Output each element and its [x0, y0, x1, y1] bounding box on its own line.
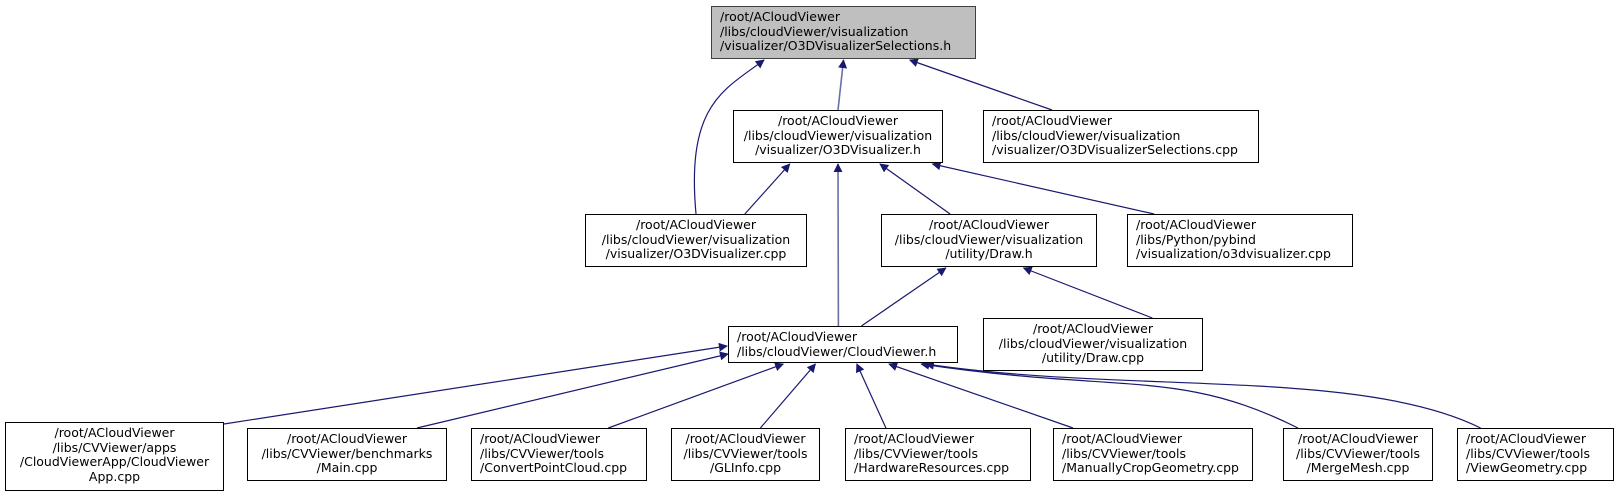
node-o3dvisualizer-pybind-cpp[interactable]: /root/ACloudViewer/libs/Python/pybind/vi… [1127, 214, 1353, 267]
node-label-line: /Main.cpp [316, 460, 378, 475]
node-o3dvisualizer-h[interactable]: /root/ACloudViewer/libs/cloudViewer/visu… [733, 110, 943, 163]
node-label-line: /root/ACloudViewer [1032, 321, 1153, 336]
node-label-line: /libs/CVViewer/tools [1062, 445, 1186, 461]
node-label-line: /root/ACloudViewer [54, 425, 175, 440]
node-manuallycropgeometry-cpp[interactable]: /root/ACloudViewer/libs/CVViewer/tools/M… [1053, 428, 1253, 481]
node-label-line: /libs/cloudViewer/visualization [743, 127, 933, 143]
edge-glinfo-to-cv_h [759, 363, 816, 429]
node-label-line: /libs/CVViewer/tools [854, 445, 978, 461]
node-label-line: /root/ACloudViewer [992, 113, 1113, 128]
node-o3dvisualizerselections-cpp[interactable]: /root/ACloudViewer/libs/cloudViewer/visu… [983, 110, 1259, 163]
edge-sel_cpp-to-sel_h [908, 58, 1053, 111]
node-label-line: /root/ACloudViewer [720, 9, 841, 24]
node-glinfo-cpp[interactable]: /root/ACloudViewer/libs/CVViewer/tools/G… [671, 428, 820, 481]
edge-app-to-cv_h [223, 342, 728, 425]
edge-pybind-to-vis_h [931, 161, 1155, 215]
node-label-line: /root/ACloudViewer [777, 113, 898, 128]
node-viewgeometry-cpp[interactable]: /root/ACloudViewer/libs/CVViewer/tools/V… [1457, 428, 1614, 481]
node-label-line: /root/ACloudViewer [1297, 431, 1418, 446]
node-label-line: /CloudViewerApp/CloudViewer [19, 454, 210, 469]
node-draw-cpp[interactable]: /root/ACloudViewer/libs/cloudViewer/visu… [983, 318, 1203, 371]
node-label-line: /MergeMesh.cpp [1306, 460, 1410, 475]
node-benchmarks-main-cpp[interactable]: /root/ACloudViewer/libs/CVViewer/benchma… [247, 428, 447, 481]
node-label-line: /libs/cloudViewer/CloudViewer.h [737, 343, 937, 359]
node-label-line: /utility/Draw.h [945, 246, 1033, 261]
node-convertpointcloud-cpp[interactable]: /root/ACloudViewer/libs/CVViewer/tools/C… [471, 428, 647, 481]
node-label-line: /ManuallyCropGeometry.cpp [1062, 460, 1239, 475]
node-label-line: /libs/CVViewer/tools [480, 445, 604, 461]
edge-vis_h-to-sel_h [837, 59, 848, 111]
node-label-line: /root/ACloudViewer [635, 217, 756, 232]
node-hardwareresources-cpp[interactable]: /root/ACloudViewer/libs/CVViewer/tools/H… [845, 428, 1031, 481]
edge-bench-to-cv_h [416, 351, 729, 429]
node-label-line: /root/ACloudViewer [1136, 217, 1257, 232]
edge-crop-to-cv_h [888, 362, 1074, 429]
node-label-line: /root/ACloudViewer [1062, 431, 1183, 446]
node-label-line: /visualizer/O3DVisualizerSelections.cpp [992, 142, 1238, 157]
node-cloudviewer-h[interactable]: /root/ACloudViewer/libs/cloudViewer/Clou… [728, 326, 958, 363]
node-label-line: /libs/cloudViewer/visualization [998, 335, 1188, 351]
node-label-line: /libs/cloudViewer/visualization [894, 231, 1084, 247]
edge-merge-to-cv_h [920, 360, 1299, 429]
node-label-line: App.cpp [88, 468, 141, 484]
node-label-line: /visualizer/O3DVisualizer.h [755, 142, 921, 157]
node-label-line: /libs/cloudViewer/visualization [992, 127, 1181, 143]
node-label-line: /root/ACloudViewer [1466, 431, 1587, 446]
node-draw-h[interactable]: /root/ACloudViewer/libs/cloudViewer/visu… [881, 214, 1097, 267]
edge-convert-to-cv_h [608, 362, 785, 429]
node-label-line: /root/ACloudViewer [286, 431, 407, 446]
node-mergemesh-cpp[interactable]: /root/ACloudViewer/libs/CVViewer/tools/M… [1283, 428, 1433, 481]
node-label-line: /libs/cloudViewer/visualization [601, 231, 791, 247]
node-label-line: /libs/CVViewer/tools [1296, 445, 1420, 461]
node-label-line: /libs/CVViewer/tools [683, 445, 808, 461]
node-label-line: /libs/CVViewer/benchmarks [261, 445, 433, 461]
node-label-line: /ViewGeometry.cpp [1466, 460, 1588, 475]
node-label-line: /GLInfo.cpp [709, 460, 781, 475]
edge-vis_cpp-to-vis_h [744, 163, 791, 215]
node-label-line: /root/ACloudViewer [685, 431, 806, 446]
node-cloudviewerapp-cpp[interactable]: /root/ACloudViewer/libs/CVViewer/apps/Cl… [5, 422, 224, 491]
node-label-line: /root/ACloudViewer [737, 329, 858, 344]
node-label-line: /root/ACloudViewer [928, 217, 1049, 232]
node-label-line: /HardwareResources.cpp [854, 460, 1010, 475]
edge-vis_cpp-to-sel_h [693, 59, 765, 215]
node-label-line: /libs/CVViewer/tools [1466, 445, 1590, 461]
edge-draw_cpp-to-draw_h [1022, 266, 1153, 319]
node-label-line: /root/ACloudViewer [854, 431, 975, 446]
edge-draw_h-to-vis_h [879, 163, 951, 215]
node-label-line: /utility/Draw.cpp [1041, 350, 1145, 365]
edge-view-to-cv_h [924, 360, 1481, 429]
node-label-line: /ConvertPointCloud.cpp [480, 460, 628, 475]
node-label-line: /root/ACloudViewer [480, 431, 601, 446]
node-label-line: /libs/cloudViewer/visualization [720, 23, 909, 39]
node-label-line: /libs/CVViewer/apps [52, 439, 177, 455]
node-label-line: /visualization/o3dvisualizer.cpp [1136, 246, 1331, 261]
node-label-line: /visualizer/O3DVisualizer.cpp [605, 246, 787, 261]
node-label-line: /visualizer/O3DVisualizerSelections.h [720, 38, 952, 53]
node-o3dvisualizerselections-h[interactable]: /root/ACloudViewer/libs/cloudViewer/visu… [711, 6, 976, 59]
edge-cv_h-to-draw_h [861, 267, 947, 327]
edge-hw-to-cv_h [856, 363, 887, 429]
node-label-line: /libs/Python/pybind [1136, 231, 1256, 247]
node-o3dvisualizer-cpp[interactable]: /root/ACloudViewer/libs/cloudViewer/visu… [585, 214, 807, 267]
